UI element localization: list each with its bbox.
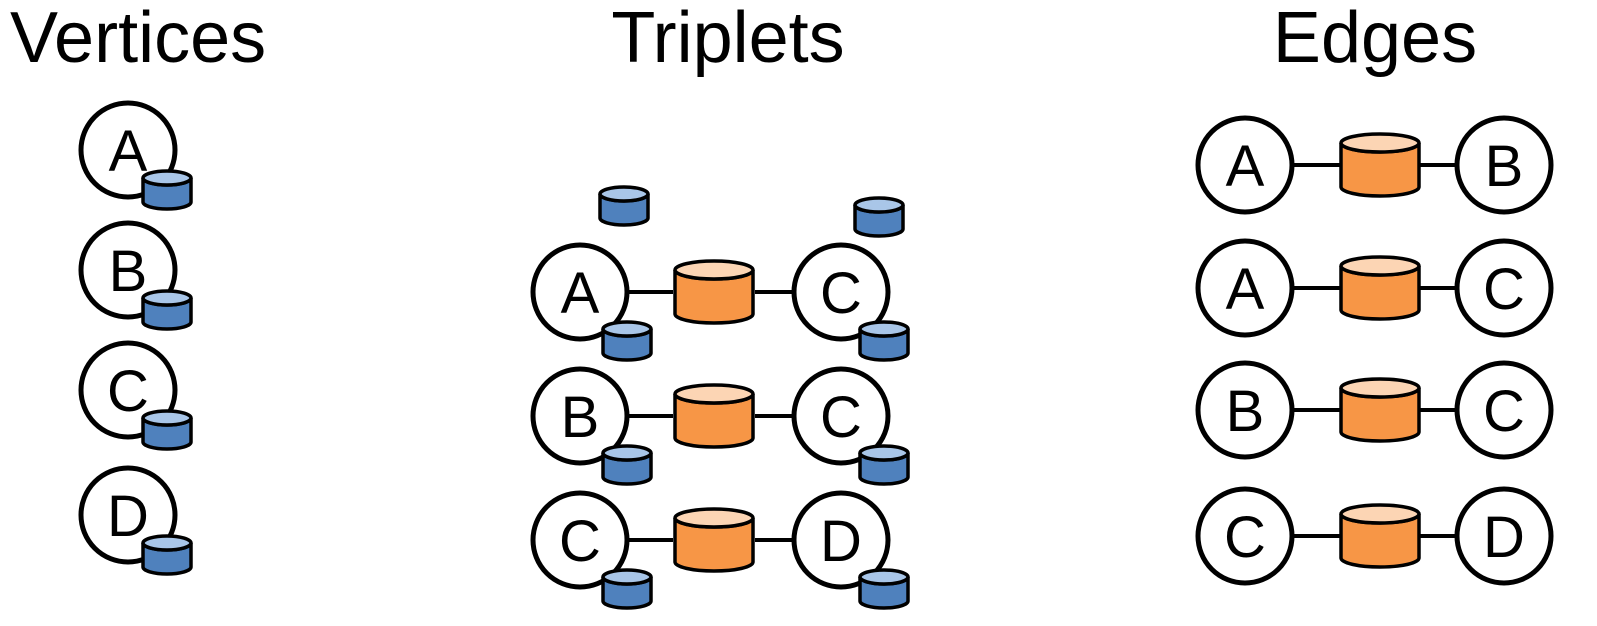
vertex-label: A [1226, 134, 1265, 199]
vertex-circle [1454, 360, 1554, 460]
vertex-label: B [561, 385, 600, 450]
vertex-label: A [561, 261, 600, 326]
triplets-heading: Triplets [611, 0, 844, 78]
edge-target-node: D [1454, 486, 1554, 586]
vertex-label: B [1485, 134, 1524, 199]
edge-property-icon [1339, 255, 1421, 321]
vertex-property-icon [141, 534, 193, 576]
vertex-circle [1195, 360, 1295, 460]
triplet-target-node: C [791, 242, 891, 342]
vertex-property-icon [141, 169, 193, 211]
vertex-property-icon [601, 320, 653, 362]
edge-source-node: A [1195, 115, 1295, 215]
vertex-label: C [820, 385, 862, 450]
vertex-label: B [109, 239, 148, 304]
vertex-label: C [559, 509, 601, 574]
vertex-label: C [1483, 257, 1525, 322]
vertex-property-icon [598, 185, 650, 227]
vertex-label: C [107, 359, 149, 424]
vertex-label: A [109, 119, 148, 184]
vertex-label: D [1483, 505, 1525, 570]
edge-property-icon [1339, 503, 1421, 569]
vertex-property-icon [141, 289, 193, 331]
vertex-label: D [107, 484, 149, 549]
vertex-row: D [78, 465, 193, 576]
edge-target-node: C [1454, 238, 1554, 338]
vertex-label: A [1226, 257, 1265, 322]
triplet-source-node: C [530, 490, 630, 590]
vertex-row: B [78, 220, 193, 331]
vertex-circle [1454, 486, 1554, 586]
vertex-circle [1454, 238, 1554, 338]
vertex-node: A [78, 100, 178, 200]
edges-heading: Edges [1273, 0, 1477, 78]
edge-source-node: B [1195, 360, 1295, 460]
vertex-label: C [1483, 379, 1525, 444]
vertex-label: B [1226, 379, 1265, 444]
vertex-property-icon [853, 196, 905, 238]
vertex-circle [1454, 115, 1554, 215]
vertex-row: A [78, 100, 193, 211]
vertex-circle [1195, 115, 1295, 215]
vertex-circle [530, 366, 630, 466]
vertex-property-icon [601, 568, 653, 610]
vertex-circle [791, 490, 891, 590]
edge-source-node: A [1195, 238, 1295, 338]
vertex-circle [1195, 486, 1295, 586]
vertex-property-icon [858, 568, 910, 610]
triplet-source-node: A [530, 242, 630, 342]
edge-property-icon [673, 383, 755, 449]
edge-target-node: B [1454, 115, 1554, 215]
triplet-target-node: D [791, 490, 891, 590]
triplet-target-node: C [791, 366, 891, 466]
vertex-property-icon [141, 409, 193, 451]
edge-target-node: C [1454, 360, 1554, 460]
vertex-label: C [820, 261, 862, 326]
vertex-property-icon [601, 444, 653, 486]
vertex-circle [530, 242, 630, 342]
vertex-circle [530, 490, 630, 590]
edge-source-node: C [1195, 486, 1295, 586]
vertex-property-icon [858, 320, 910, 362]
vertex-label: D [820, 509, 862, 574]
vertex-circle [791, 242, 891, 342]
edge-property-icon [1339, 377, 1421, 443]
vertices-heading: Vertices [10, 0, 266, 78]
vertex-circle [791, 366, 891, 466]
triplet-source-node: B [530, 366, 630, 466]
vertex-row: C [78, 340, 193, 451]
vertex-property-icon [858, 444, 910, 486]
edge-property-icon [1339, 132, 1421, 198]
vertex-label: C [1224, 505, 1266, 570]
edge-property-icon [673, 507, 755, 573]
vertex-circle [1195, 238, 1295, 338]
edge-property-icon [673, 259, 755, 325]
